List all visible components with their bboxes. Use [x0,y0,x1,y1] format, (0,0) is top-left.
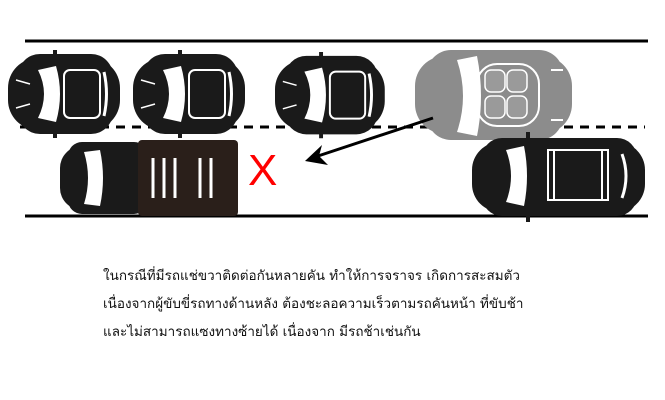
car-right-lane-3 [273,50,387,140]
car-right-lane-1 [6,48,122,140]
pickup-truck [60,140,238,216]
caption-line: และไม่สามารถแซงทางซ้ายได้ เนื่องจาก มีรถ… [103,324,421,340]
caption-line: เนื่องจากผู้ขับขี่รถทางด้านหลัง ต้องชะลอ… [103,296,524,312]
blocked-x-mark: X [248,146,277,195]
car-right-lane-2 [131,48,247,140]
caption-line: ในกรณีที่มีรถแช่ขวาติดต่อกันหลายคัน ทำให… [103,268,520,284]
merge-arrow [305,116,434,165]
suv-left-lane [472,132,645,222]
merging-car-gray [415,50,572,140]
caption: ในกรณีที่มีรถแช่ขวาติดต่อกันหลายคัน ทำให… [103,262,523,346]
traffic-diagram: X [6,39,648,222]
